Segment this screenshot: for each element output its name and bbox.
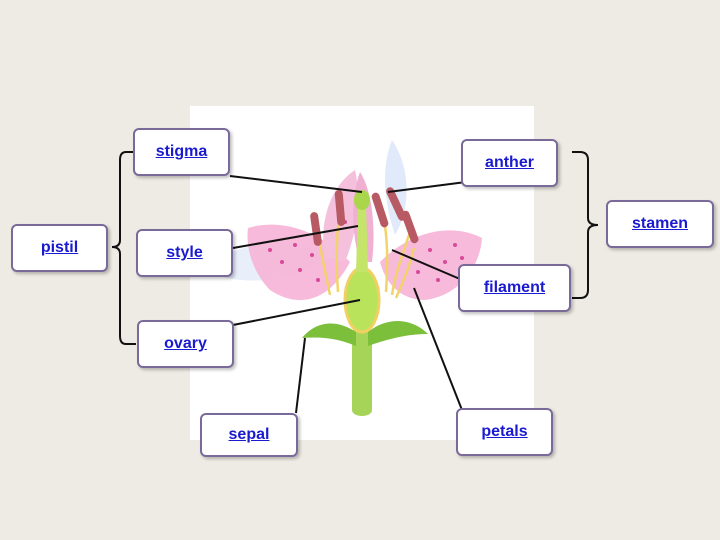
- leader-lines: [229, 175, 475, 414]
- pistil-bracket: [111, 151, 136, 345]
- style-label-box[interactable]: style: [136, 229, 233, 277]
- sepal-right: [368, 320, 428, 346]
- sepal-left: [302, 323, 356, 346]
- filament-label[interactable]: filament: [483, 279, 546, 296]
- stigma-label-box[interactable]: stigma: [133, 128, 230, 176]
- stamen-label[interactable]: stamen: [631, 215, 689, 232]
- ovary-shape: [343, 266, 381, 334]
- anther-label-box[interactable]: anther: [461, 139, 558, 187]
- stigma-label[interactable]: stigma: [155, 143, 208, 160]
- ovary-label-box[interactable]: ovary: [137, 320, 234, 368]
- sepal-label[interactable]: sepal: [228, 426, 270, 443]
- sepal-label-box[interactable]: sepal: [200, 413, 298, 457]
- petals-label-box[interactable]: petals: [456, 408, 553, 456]
- stamen-label-box[interactable]: stamen: [606, 200, 714, 248]
- anthers: [310, 187, 419, 246]
- petals-label[interactable]: petals: [481, 423, 528, 440]
- stem: [352, 330, 372, 416]
- style-label[interactable]: style: [166, 244, 203, 261]
- pistil-label[interactable]: pistil: [40, 239, 79, 256]
- stamen-bracket: [572, 151, 599, 299]
- anther-label[interactable]: anther: [485, 154, 534, 171]
- stigma-shape: [354, 190, 370, 210]
- pistil-label-box[interactable]: pistil: [11, 224, 108, 272]
- style-shape: [356, 205, 368, 272]
- ovary-label[interactable]: ovary: [164, 335, 207, 352]
- filament-label-box[interactable]: filament: [458, 264, 571, 312]
